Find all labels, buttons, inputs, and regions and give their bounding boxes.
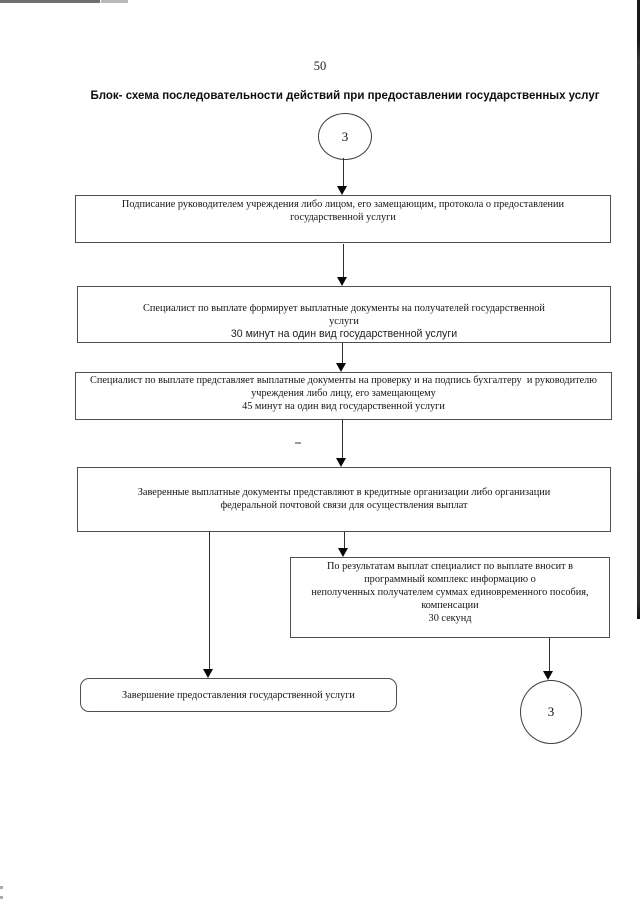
process-box-duration: 45 минут на один вид государственной усл… — [242, 401, 445, 412]
process-box-text: Заверенные выплатные документы представл… — [137, 487, 551, 498]
scan-noise-dash — [295, 442, 301, 444]
scan-artifact-right-edge — [636, 0, 640, 619]
end-connector-circle: 3 — [520, 680, 582, 744]
process-box-text: Специалист по выплате представляет выпла… — [89, 375, 597, 386]
connector-line — [549, 638, 550, 672]
scan-noise-bottom-left-2 — [0, 896, 3, 899]
process-box-text: федеральной почтовой связи для осуществл… — [220, 500, 468, 511]
start-connector-circle: 3 — [318, 113, 372, 160]
connector-line — [342, 420, 343, 459]
process-box-form-payment-documents: Специалист по выплате формирует выплатны… — [77, 286, 611, 343]
connector-line — [342, 343, 343, 364]
scan-noise-bottom-left-1 — [0, 886, 3, 889]
process-box-text: Подписание руководителем учреждения либо… — [121, 199, 565, 210]
process-box-send-to-credit-organizations: Заверенные выплатные документы представл… — [77, 467, 611, 532]
arrow-down-icon — [337, 277, 347, 286]
process-box-sign-protocol: Подписание руководителем учреждения либо… — [75, 195, 611, 243]
process-box-text: По результатам выплат специалист по выпл… — [326, 561, 574, 572]
scan-artifact-top-left-2 — [101, 0, 128, 3]
process-box-text: компенсации — [421, 600, 479, 611]
page-title: Блок- схема последовательности действий … — [90, 90, 600, 102]
connector-line — [344, 532, 345, 549]
arrow-down-icon — [338, 548, 348, 557]
process-box-text: неполученных получателем суммах единовре… — [311, 587, 589, 598]
process-box-text: государственной услуги — [290, 212, 396, 223]
arrow-down-icon — [336, 458, 346, 467]
arrow-down-icon — [336, 363, 346, 372]
end-connector-label: 3 — [547, 704, 555, 719]
connector-line — [343, 244, 344, 278]
process-box-text: Специалист по выплате формирует выплатны… — [143, 303, 545, 314]
terminator-box-service-completion: Завершение предоставления государственно… — [80, 678, 397, 712]
process-box-duration: 30 минут на один вид государственной усл… — [230, 328, 458, 340]
process-box-text: учреждения либо лицу, его замещающему — [251, 388, 436, 399]
page-number: 50 — [313, 59, 327, 73]
process-box-duration: 30 секунд — [428, 613, 472, 624]
start-connector-label: 3 — [341, 128, 349, 144]
arrow-down-icon — [337, 186, 347, 195]
connector-line — [343, 158, 344, 187]
process-box-submit-for-check-and-signature: Специалист по выплате представляет выпла… — [75, 372, 612, 420]
scan-artifact-top-left — [0, 0, 100, 3]
process-box-text: услуги — [329, 316, 359, 327]
terminator-box-label: Завершение предоставления государственно… — [122, 689, 355, 701]
arrow-down-icon — [203, 669, 213, 678]
process-box-enter-unreceived-sums: По результатам выплат специалист по выпл… — [290, 557, 610, 638]
process-box-text: программный комплекс информацию о — [364, 574, 536, 585]
connector-line — [209, 532, 210, 670]
arrow-down-icon — [543, 671, 553, 680]
